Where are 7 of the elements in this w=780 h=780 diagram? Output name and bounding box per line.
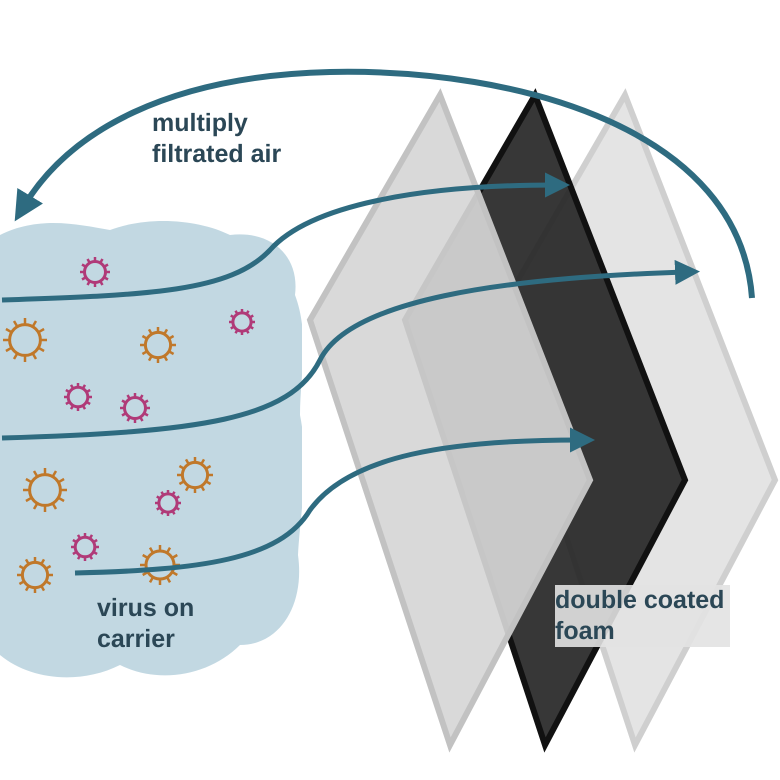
foam-label: double coated foam (555, 585, 730, 647)
circulation-arrow (14, 69, 755, 299)
caption-text: multiply filtrated air (152, 108, 282, 170)
airflow-arrow (74, 428, 595, 576)
airflow-arrow (2, 260, 700, 440)
cloud-label: virus on carrier (97, 593, 196, 655)
airflow-arrow (2, 172, 570, 302)
